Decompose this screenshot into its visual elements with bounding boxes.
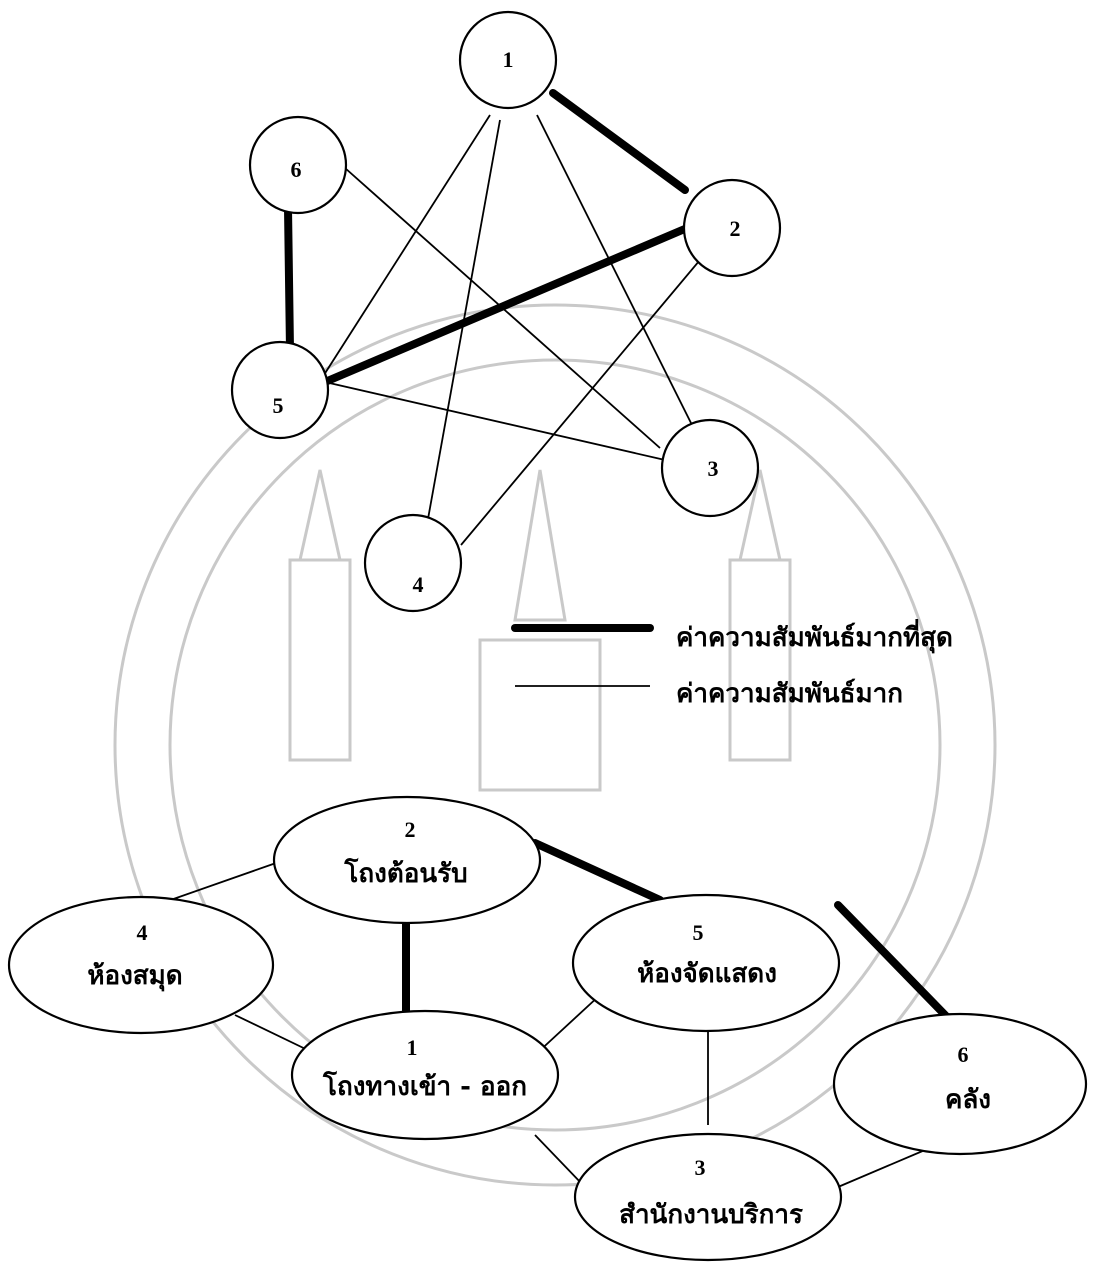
bottom-node-3-name: สำนักงานบริการ: [619, 1200, 803, 1230]
top-edge-2-4: [460, 247, 711, 546]
bottom-node-6: 6 คลัง: [832, 1012, 1088, 1156]
top-edge-2-5: [321, 224, 691, 386]
top-edge-6-5: [284, 204, 294, 354]
bottom-node-4: 4 ห้องสมุด: [7, 895, 275, 1035]
top-node-5: 5: [230, 340, 330, 440]
bottom-edge-2-4: [161, 862, 277, 904]
bottom-edge-2-5: [531, 839, 664, 904]
bottom-node-5-number: 5: [693, 920, 704, 945]
top-edge-1-5: [321, 114, 491, 379]
top-edge-1-2: [549, 89, 689, 194]
bottom-node-5: 5 ห้องจัดแสดง: [571, 893, 841, 1033]
bottom-node-1-name: โถงทางเข้า - ออก: [322, 1070, 527, 1102]
bottom-graph-edges: [161, 839, 952, 1188]
bottom-node-2-number: 2: [405, 817, 416, 842]
top-node-1: 1: [458, 10, 558, 110]
top-node-6-label: 6: [291, 157, 302, 182]
bottom-node-3-number: 3: [695, 1155, 706, 1180]
bottom-edge-5-1: [534, 994, 601, 1056]
top-node-4: 4: [363, 513, 463, 613]
bottom-node-1-number: 1: [407, 1035, 418, 1060]
top-node-3: 3: [660, 418, 760, 518]
bottom-edge-1-3: [534, 1134, 584, 1186]
bottom-node-4-name: ห้องสมุด: [87, 961, 182, 992]
bottom-node-3: 3 สำนักงานบริการ: [573, 1132, 843, 1262]
legend-strong-label: ค่าความสัมพันธ์มาก: [676, 678, 903, 709]
top-node-2: 2: [682, 178, 782, 278]
bottom-node-6-name: คลัง: [945, 1085, 991, 1115]
top-node-6: 6: [248, 115, 348, 215]
bottom-edge-5-6: [834, 901, 952, 1022]
top-edge-1-3: [536, 114, 693, 426]
top-node-1-label: 1: [503, 47, 514, 72]
top-node-4-label: 4: [413, 572, 424, 597]
top-edge-6-3: [344, 167, 661, 449]
bottom-node-1: 1 โถงทางเข้า - ออก: [290, 1009, 560, 1141]
legend: ค่าความสัมพันธ์มากที่สุด ค่าความสัมพันธ์…: [511, 618, 953, 709]
bottom-node-5-name: ห้องจัดแสดง: [637, 959, 777, 989]
top-graph-edges: [284, 89, 711, 546]
watermark-seal: [113, 303, 997, 1187]
bottom-edge-6-3: [837, 1149, 926, 1188]
bottom-node-4-number: 4: [137, 920, 148, 945]
top-node-2-label: 2: [730, 216, 741, 241]
top-edge-1-4: [425, 119, 501, 531]
bottom-node-6-number: 6: [958, 1042, 969, 1067]
top-node-3-label: 3: [708, 456, 719, 481]
legend-strongest-label: ค่าความสัมพันธ์มากที่สุด: [676, 618, 953, 654]
top-edge-5-3: [324, 381, 666, 461]
bottom-node-2-name: โถงต้อนรับ: [343, 857, 467, 889]
top-node-5-label: 5: [273, 393, 284, 418]
bottom-node-2: 2 โถงต้อนรับ: [272, 795, 542, 925]
